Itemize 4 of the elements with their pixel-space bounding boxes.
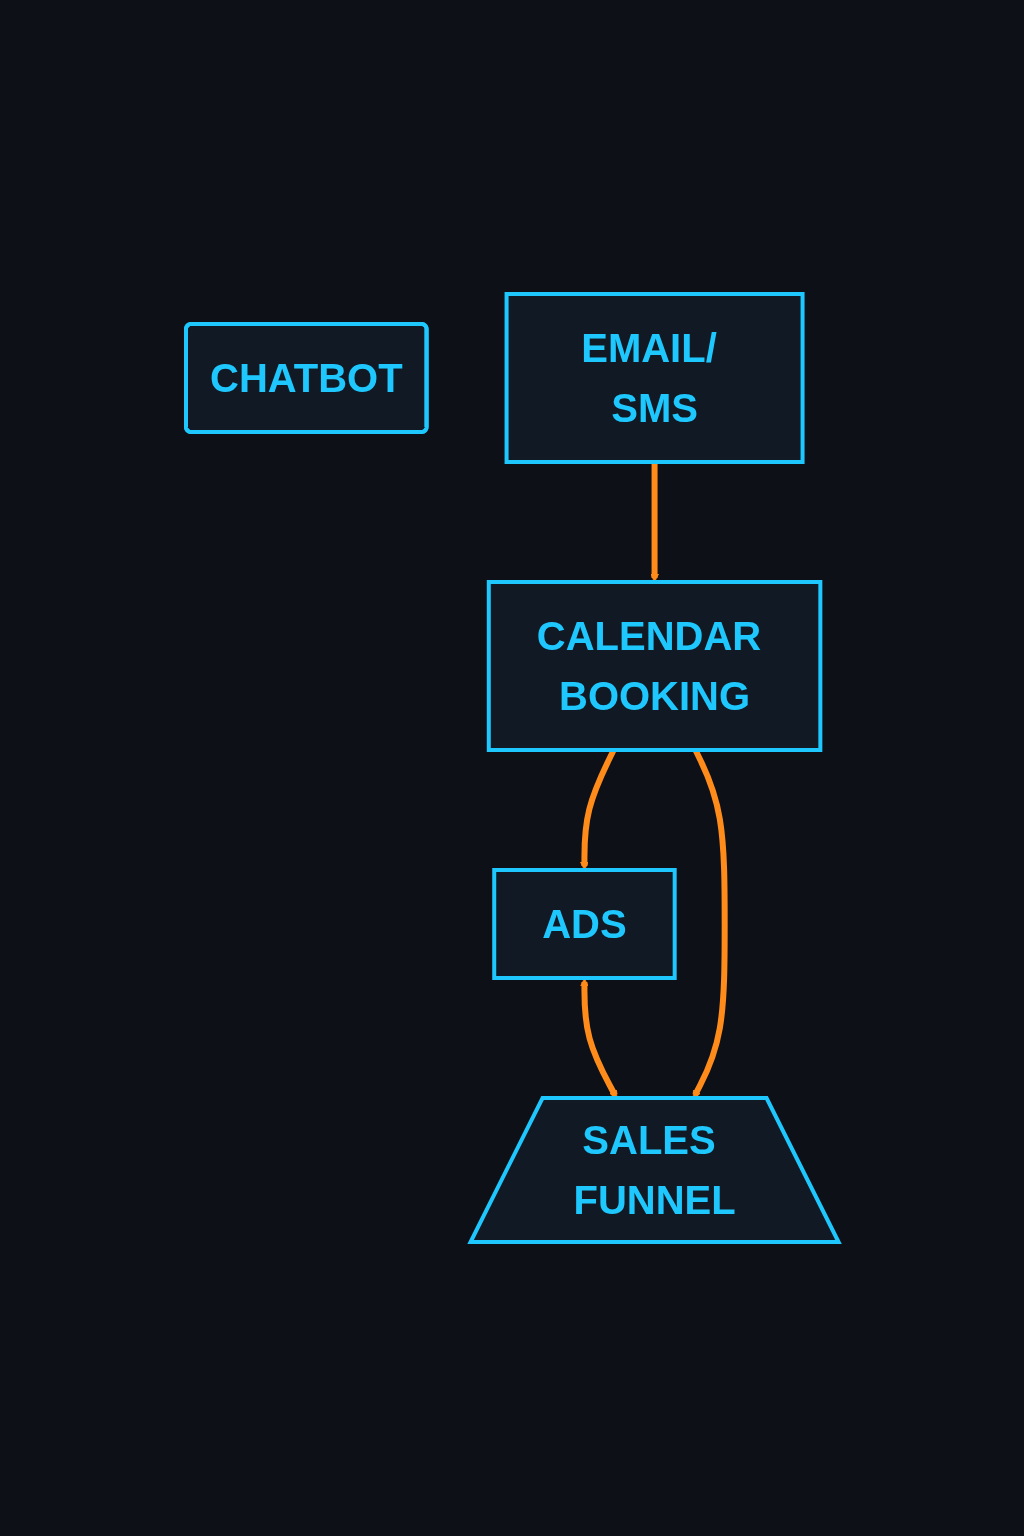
node-box: CALENDAR BOOKING [486, 580, 823, 752]
arrow [649, 462, 659, 583]
node-box: EMAIL/ SMS [504, 292, 805, 464]
node-box: ADS [491, 868, 677, 980]
